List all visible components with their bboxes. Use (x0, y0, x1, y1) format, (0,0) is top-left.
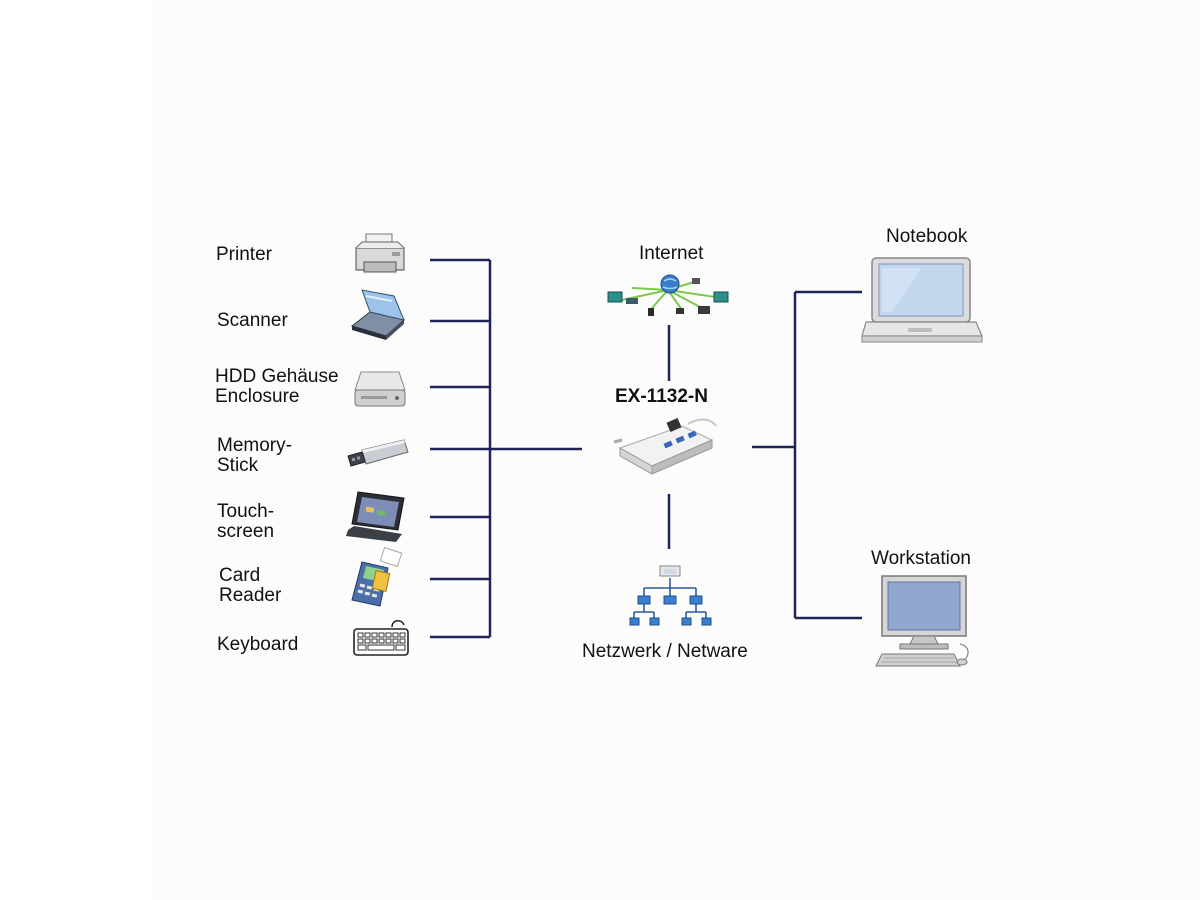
hdd-enclosure-icon (353, 368, 407, 410)
scanner-icon (346, 289, 408, 342)
network-tree-icon (629, 560, 712, 636)
label-notebook: Notebook (886, 226, 968, 247)
label-touch-line1: Touch- (217, 501, 275, 522)
label-internet: Internet (639, 243, 704, 264)
workstation-icon (874, 574, 974, 670)
label-memory-line1: Memory- (217, 435, 292, 456)
label-memory-line2: Stick (217, 455, 259, 476)
notebook-icon (861, 256, 983, 346)
card-reader-icon (346, 546, 408, 608)
label-hub-model: EX-1132-N (615, 386, 708, 407)
label-card-reader: Card Reader (219, 566, 281, 606)
usb-hub-icon (612, 412, 720, 484)
host-branch-lines (795, 290, 862, 620)
label-touchscreen: Touch- screen (217, 502, 274, 542)
label-network: Netzwerk / Netware (582, 641, 748, 662)
label-card-line1: Card (219, 565, 261, 586)
keyboard-icon (352, 617, 410, 657)
touchscreen-icon (344, 490, 410, 544)
label-memory-stick: Memory- Stick (217, 436, 292, 476)
device-branch-lines (430, 258, 490, 639)
label-hdd-enclosure: HDD Gehäuse Enclosure (215, 367, 339, 407)
label-hdd-line2: Enclosure (215, 386, 300, 407)
internet-network-icon (602, 268, 736, 320)
label-scanner: Scanner (217, 310, 288, 331)
label-hdd-line1: HDD Gehäuse (215, 366, 339, 387)
printer-icon (352, 232, 408, 276)
label-workstation: Workstation (871, 548, 971, 569)
label-card-line2: Reader (219, 585, 282, 606)
label-keyboard: Keyboard (217, 634, 299, 655)
usb-stick-icon (346, 434, 410, 470)
label-printer: Printer (216, 244, 272, 265)
label-touch-line2: screen (217, 521, 275, 542)
